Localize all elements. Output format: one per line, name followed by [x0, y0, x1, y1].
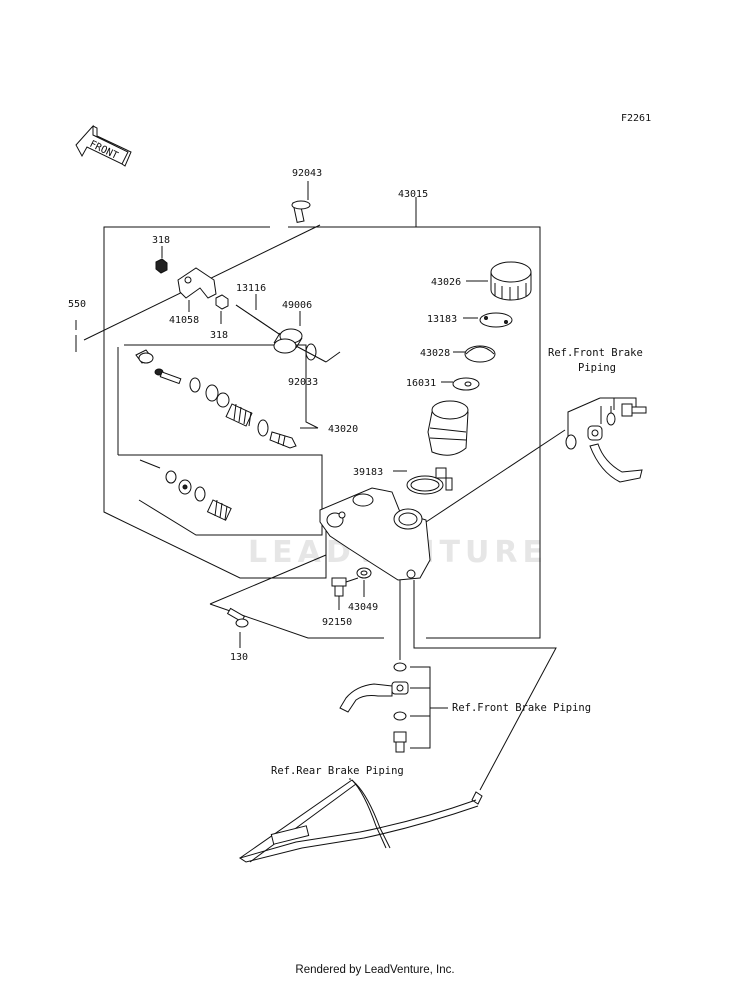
float-16031 [441, 377, 480, 391]
label-43026: 43026 [431, 277, 461, 288]
plate-13183 [463, 312, 513, 328]
washer-43049 [356, 567, 372, 597]
nut-318-lower [215, 294, 229, 324]
label-318-lower: 318 [210, 330, 228, 341]
rear-brake-piping [238, 580, 557, 863]
front-brake-lower-parts [339, 580, 448, 753]
label-49006: 49006 [282, 300, 312, 311]
piston-kit-row1 [135, 349, 297, 449]
label-41058: 41058 [169, 315, 199, 326]
reservoir-cap-43026 [466, 261, 532, 301]
label-39183: 39183 [353, 467, 383, 478]
label-92033: 92033 [288, 377, 318, 388]
bolt-130 [226, 607, 249, 648]
label-43028: 43028 [420, 348, 450, 359]
clamp-39183 [393, 467, 453, 495]
master-cylinder-body [319, 487, 431, 581]
pin-92043 [291, 181, 311, 223]
piston-kit-row2 [139, 459, 232, 521]
bolt-92150 [331, 577, 359, 610]
ref-front-brake-lower: Ref.Front Brake Piping [452, 702, 591, 714]
circlip-92033 [295, 343, 341, 372]
label-130: 130 [230, 652, 248, 663]
assembly-frame-43015 [103, 197, 541, 639]
front-brake-upper-parts [425, 397, 647, 523]
ref-rear-brake: Ref.Rear Brake Piping [271, 765, 404, 777]
diaphragm-43028 [453, 345, 496, 363]
ref-front-brake-upper-line2: Piping [578, 362, 616, 374]
ref-front-brake-upper-line1: Ref.Front Brake [548, 347, 643, 359]
subassembly-frame-43020 [117, 344, 323, 536]
front-arrow-icon: FRONT [75, 124, 132, 167]
label-13116: 13116 [236, 283, 266, 294]
label-43015: 43015 [398, 189, 428, 200]
label-43049: 43049 [348, 602, 378, 613]
clevis-41058 [177, 267, 217, 312]
label-318-upper: 318 [152, 235, 170, 246]
label-92043: 92043 [292, 168, 322, 179]
label-16031: 16031 [406, 378, 436, 389]
label-550: 550 [68, 299, 86, 310]
diagram-code: F2261 [621, 113, 651, 124]
footer-credit: Rendered by LeadVenture, Inc. [295, 964, 455, 976]
reservoir-body [427, 400, 469, 456]
label-43020: 43020 [328, 424, 358, 435]
push-rod-13116 [235, 294, 283, 337]
label-92150: 92150 [322, 617, 352, 628]
nut-318-upper [155, 246, 168, 274]
label-13183: 13183 [427, 314, 457, 325]
